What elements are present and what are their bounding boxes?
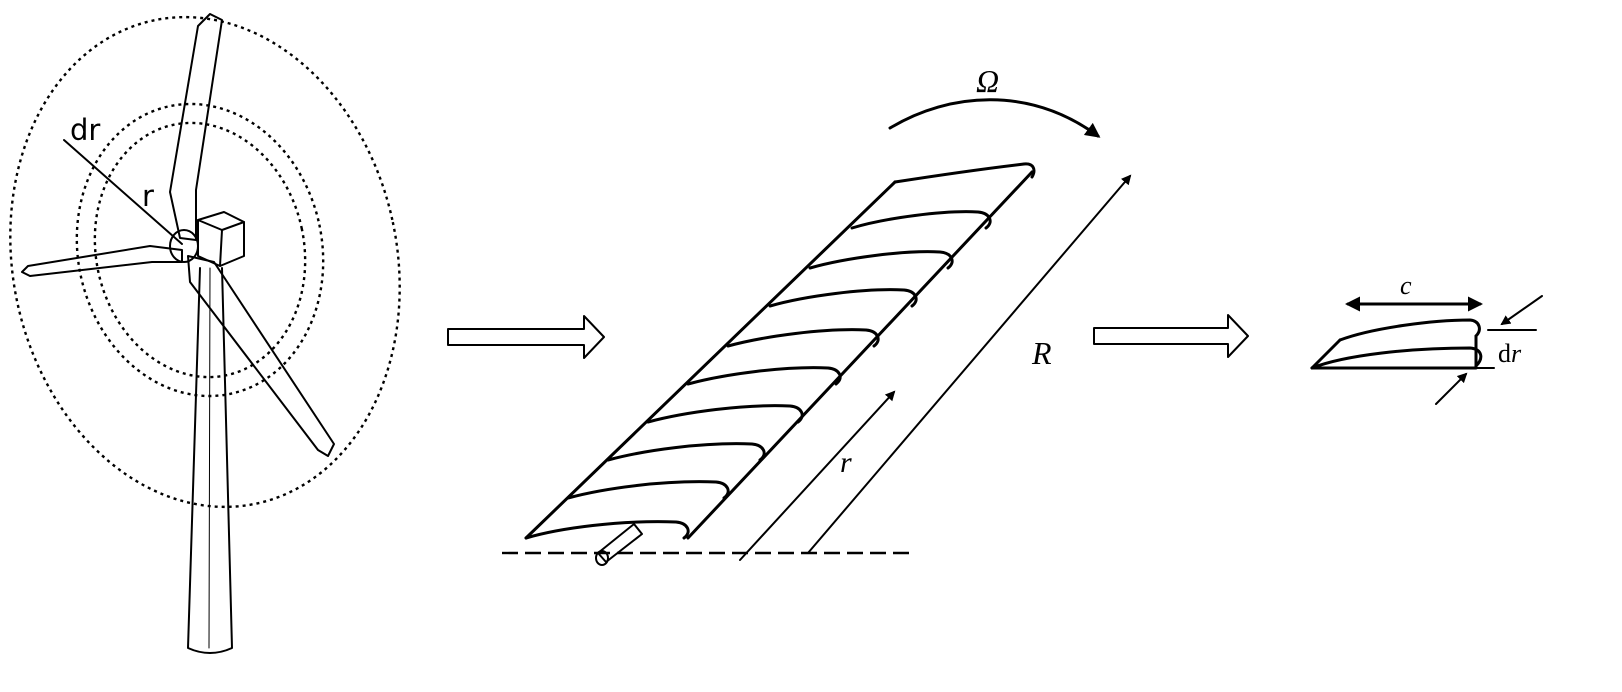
dr-arrow-top: [1500, 295, 1543, 326]
blade-R-label: R: [1031, 335, 1052, 371]
annulus-outer-ring: [75, 102, 325, 398]
rotor-disk-outer: [9, 15, 401, 509]
blade-element-section: [1310, 318, 1483, 370]
hollow-arrow-1: [447, 315, 605, 359]
turbine-r-label: r: [142, 179, 154, 213]
omega-label: Ω: [976, 63, 999, 99]
turbine-blade-left: [21, 245, 183, 277]
chord-c-label: c: [1400, 271, 1412, 300]
turbine-hub: [169, 229, 199, 263]
hollow-arrow-2: [1093, 314, 1249, 358]
blade-panel: Ω R r: [502, 63, 1132, 566]
blade-root-pin: [595, 523, 643, 566]
rotation-omega-arrow: [888, 98, 1101, 138]
blade-sections: [524, 210, 992, 540]
annulus-inner-ring: [93, 121, 307, 379]
turbine-panel: dr r: [9, 13, 401, 654]
radius-R-arrow: [807, 174, 1132, 554]
blade-r-label: r: [840, 446, 852, 479]
turbine-blade-lower: [187, 255, 335, 457]
blade-strip: [524, 162, 1036, 540]
turbine-blade-upper: [169, 13, 223, 241]
turbine-nacelle: [197, 211, 245, 267]
element-dr-label: dr: [1498, 339, 1522, 368]
radial-line: [63, 139, 183, 245]
dr-arrow-bottom: [1435, 372, 1468, 405]
turbine-dr-label: dr: [70, 113, 100, 147]
element-panel: c dr: [1310, 271, 1543, 405]
turbine-tower: [187, 267, 233, 654]
radius-r-arrow: [739, 390, 896, 561]
